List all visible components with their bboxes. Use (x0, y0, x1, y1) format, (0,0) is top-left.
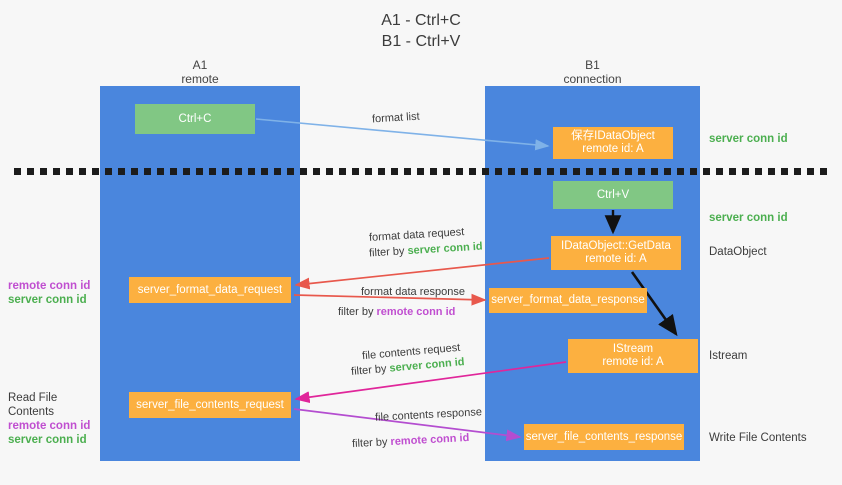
annotation-server-conn-id-1: server conn id (8, 294, 87, 306)
filter-value-remote-conn-id: remote conn id (390, 431, 470, 449)
node-server-file-contents-response[interactable]: server_file_contents_response (524, 424, 684, 450)
edge-label-format-list: format list (371, 110, 420, 126)
node-server-file-contents-request[interactable]: server_file_contents_request (129, 392, 291, 418)
annotation-istream: Istream (709, 350, 748, 362)
filter-value-server-conn-id: server conn id (407, 240, 483, 258)
node-ctrl-c[interactable]: Ctrl+C (135, 104, 255, 134)
annotation-write-file-contents: Write File Contents (709, 432, 807, 444)
annotation-server-conn-id-2: server conn id (8, 434, 87, 446)
annotation-remote-conn-id-1: remote conn id (8, 280, 91, 292)
filter-prefix: filter by (338, 306, 377, 318)
filter-prefix: filter by (350, 362, 391, 378)
annotation-group-file-contents: Read File Contents remote conn id server… (8, 391, 100, 447)
annotation-dataobject: DataObject (709, 246, 767, 258)
node-idataobject-getdata[interactable]: IDataObject::GetData remote id: A (551, 236, 681, 270)
annotation-server-conn-id-middle: server conn id (709, 212, 788, 224)
node-ctrl-v[interactable]: Ctrl+V (553, 181, 673, 209)
dashed-separator (14, 168, 832, 175)
node-istream[interactable]: IStream remote id: A (568, 339, 698, 373)
filter-value-remote-conn-id: remote conn id (376, 306, 456, 318)
annotation-remote-conn-id-2: remote conn id (8, 420, 91, 432)
edge-label-file-contents-response: file contents response (374, 406, 483, 424)
filter-prefix: filter by (368, 245, 408, 260)
edge-label-format-data-response-filter: filter by remote conn id (338, 305, 455, 320)
diagram-title: A1 - Ctrl+C B1 - Ctrl+V (381, 12, 461, 50)
edge-label-file-contents-response-filter: filter by remote conn id (352, 431, 470, 452)
column-header-a1: A1 remote (181, 58, 219, 86)
annotation-group-format-data: remote conn id server conn id (8, 279, 100, 307)
column-header-b1: B1 connection (563, 58, 622, 86)
node-server-format-data-response[interactable]: server_format_data_response (489, 288, 647, 313)
node-save-idataobject[interactable]: 保存IDataObject remote id: A (553, 127, 673, 159)
edge-label-format-data-response: format data response (361, 286, 465, 298)
annotation-server-conn-id-top: server conn id (709, 133, 788, 145)
annotation-read-file-contents: Read File Contents (8, 392, 58, 418)
node-server-format-data-request[interactable]: server_format_data_request (129, 277, 291, 303)
filter-prefix: filter by (351, 436, 391, 451)
